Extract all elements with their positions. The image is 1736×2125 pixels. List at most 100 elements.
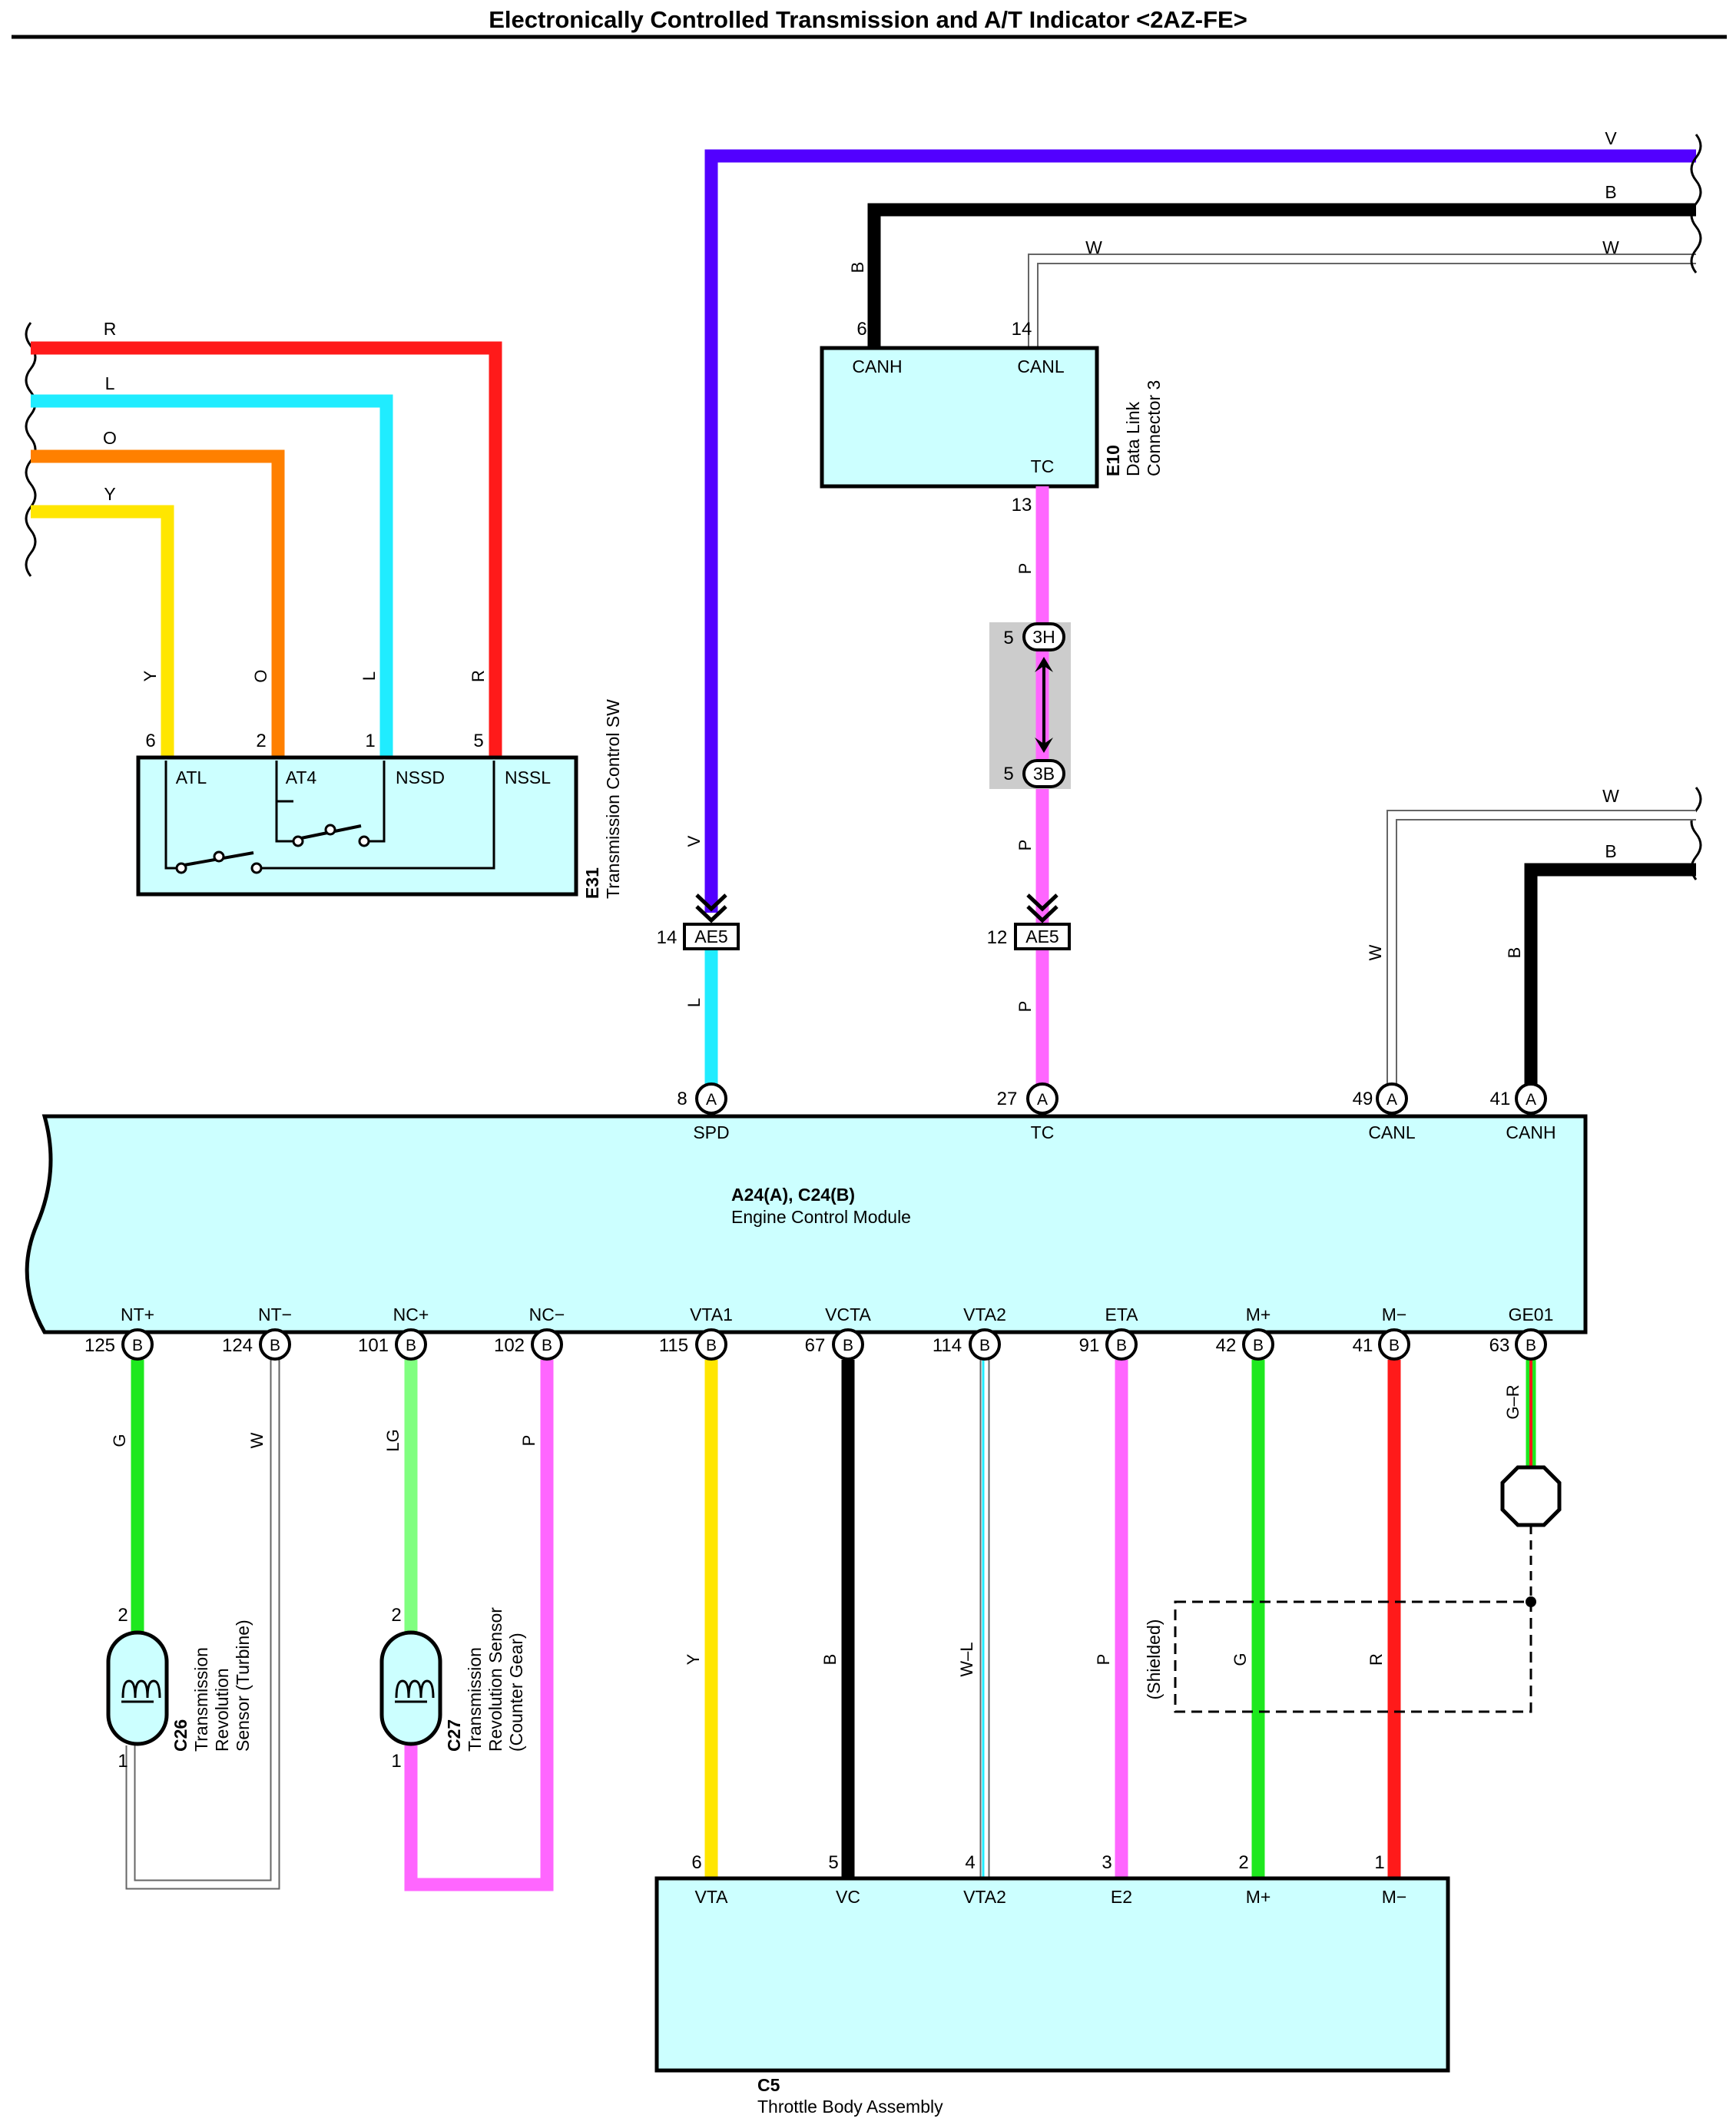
ecm-pin-vta2: B 114 VTA2 [933, 1305, 1006, 1361]
svg-text:B: B [706, 1337, 717, 1354]
svg-text:W: W [1085, 237, 1102, 257]
svg-text:A: A [706, 1091, 717, 1109]
ecm-pin-nt-plus: B 125 NT+ [84, 1305, 154, 1361]
svg-text:124: 124 [222, 1335, 253, 1356]
svg-text:C27: C27 [444, 1719, 464, 1752]
svg-text:1: 1 [1374, 1852, 1384, 1873]
svg-text:Y: Y [684, 1653, 703, 1665]
svg-text:V: V [684, 835, 704, 847]
svg-text:NT+: NT+ [121, 1305, 154, 1324]
svg-text:C5: C5 [757, 2075, 780, 2095]
ecm-pin-m-plus: B 42 M+ [1216, 1305, 1274, 1361]
svg-text:P: P [1015, 563, 1035, 575]
svg-text:102: 102 [494, 1335, 525, 1356]
svg-text:VC: VC [836, 1887, 860, 1907]
svg-text:27: 27 [997, 1089, 1018, 1109]
svg-text:3: 3 [1102, 1852, 1112, 1873]
sensor-coil-icon [395, 1679, 435, 1699]
svg-text:P: P [1015, 840, 1035, 851]
bottom-wire-codes: G W LG P Y B W–L P G R G–R [110, 1384, 1522, 1676]
svg-text:1: 1 [391, 1751, 401, 1772]
svg-text:3B: 3B [1033, 764, 1055, 784]
connector-ae5-tc: AE5 12 [987, 893, 1071, 950]
svg-text:O: O [103, 428, 117, 448]
svg-text:Throttle Body Assembly: Throttle Body Assembly [757, 2097, 943, 2117]
continuation-mark-top-right [1690, 134, 1702, 273]
svg-text:O: O [251, 669, 270, 682]
svg-text:B: B [1253, 1337, 1264, 1354]
page-title: Electronically Controlled Transmission a… [489, 6, 1247, 33]
svg-text:L: L [684, 998, 704, 1007]
svg-text:14: 14 [657, 927, 678, 948]
svg-text:R: R [1367, 1653, 1386, 1666]
svg-text:Revolution: Revolution [212, 1668, 232, 1752]
svg-text:Y: Y [141, 670, 160, 681]
svg-text:E2: E2 [1111, 1887, 1132, 1907]
connector-ae5-spd: AE5 14 V L [657, 835, 740, 1099]
svg-text:Connector 3: Connector 3 [1144, 380, 1164, 476]
svg-text:B: B [132, 1337, 143, 1354]
svg-text:42: 42 [1216, 1335, 1237, 1356]
svg-text:1: 1 [365, 731, 375, 751]
svg-text:B: B [1605, 841, 1616, 861]
svg-text:V: V [1605, 128, 1617, 148]
svg-text:W: W [1602, 786, 1619, 806]
svg-text:B: B [1605, 182, 1616, 202]
svg-text:P: P [1094, 1654, 1113, 1666]
shield-ground-symbol: (Shielded) [1144, 1465, 1562, 1713]
ecm-pin-vta1: B 115 VTA1 [659, 1305, 733, 1361]
svg-text:12: 12 [987, 927, 1008, 948]
svg-text:NT−: NT− [258, 1305, 292, 1324]
svg-text:NSSD: NSSD [396, 767, 445, 787]
svg-text:E10: E10 [1103, 445, 1123, 476]
svg-text:41: 41 [1490, 1089, 1511, 1109]
svg-text:(Shielded): (Shielded) [1144, 1619, 1164, 1700]
svg-text:B: B [542, 1337, 552, 1354]
ecm-pin-tc: A 27 TC [997, 1082, 1058, 1142]
svg-text:13: 13 [1012, 495, 1032, 516]
svg-text:NSSL: NSSL [505, 767, 551, 787]
svg-text:P: P [519, 1435, 538, 1447]
svg-text:G: G [1231, 1653, 1250, 1666]
wire-w-nt-minus [125, 1360, 280, 1890]
ecm-pin-vcta: B 67 VCTA [805, 1305, 871, 1361]
ecm-pin-spd: A 8 SPD [677, 1082, 730, 1142]
svg-text:Data Link: Data Link [1123, 401, 1143, 476]
revolution-sensor-c26: 2 1 C26 Transmission Revolution Sensor (… [106, 1605, 253, 1772]
svg-text:B: B [820, 1654, 840, 1666]
svg-text:M−: M− [1382, 1305, 1407, 1324]
wire-l-nssd: L L [31, 373, 393, 757]
wire-y-atl: Y Y [31, 484, 174, 757]
wire-w-canl-dlc: W W [1028, 237, 1696, 347]
svg-text:8: 8 [677, 1089, 687, 1109]
svg-text:AT4: AT4 [286, 767, 317, 787]
svg-text:VTA2: VTA2 [963, 1887, 1006, 1907]
svg-text:B: B [979, 1337, 990, 1354]
svg-text:G–R: G–R [1503, 1384, 1522, 1419]
svg-text:VTA2: VTA2 [963, 1305, 1006, 1324]
svg-text:5: 5 [473, 731, 483, 751]
svg-text:SPD: SPD [693, 1122, 729, 1142]
svg-text:P: P [1015, 1001, 1035, 1013]
svg-text:Y: Y [104, 484, 115, 504]
ecm-pin-nt-minus: B 124 NT− [222, 1305, 292, 1361]
svg-text:VTA1: VTA1 [690, 1305, 733, 1324]
svg-text:125: 125 [84, 1335, 115, 1356]
svg-text:LG: LG [383, 1429, 403, 1451]
ecm-pin-ge01: B 63 GE01 [1489, 1305, 1553, 1361]
svg-text:W–L: W–L [957, 1642, 976, 1676]
ecm-bottom-pins: B 125 NT+ B 124 NT− B 101 NC+ B 102 NC− … [84, 1305, 1553, 1361]
svg-text:C26: C26 [171, 1719, 190, 1752]
svg-text:5: 5 [1003, 628, 1013, 648]
svg-text:M+: M+ [1246, 1305, 1271, 1324]
svg-text:B: B [1116, 1337, 1127, 1354]
svg-text:114: 114 [933, 1335, 962, 1356]
svg-text:A: A [1037, 1091, 1048, 1109]
svg-text:W: W [1602, 237, 1619, 257]
wire-r-nssl: R R [31, 319, 502, 757]
ecm-pin-m-minus: B 41 M− [1353, 1305, 1410, 1361]
ecm-pin-nc-plus: B 101 NC+ [358, 1305, 429, 1361]
wire-w-l-vta2 [979, 1360, 990, 1878]
svg-text:6: 6 [691, 1852, 701, 1873]
svg-text:CANH: CANH [852, 356, 902, 376]
